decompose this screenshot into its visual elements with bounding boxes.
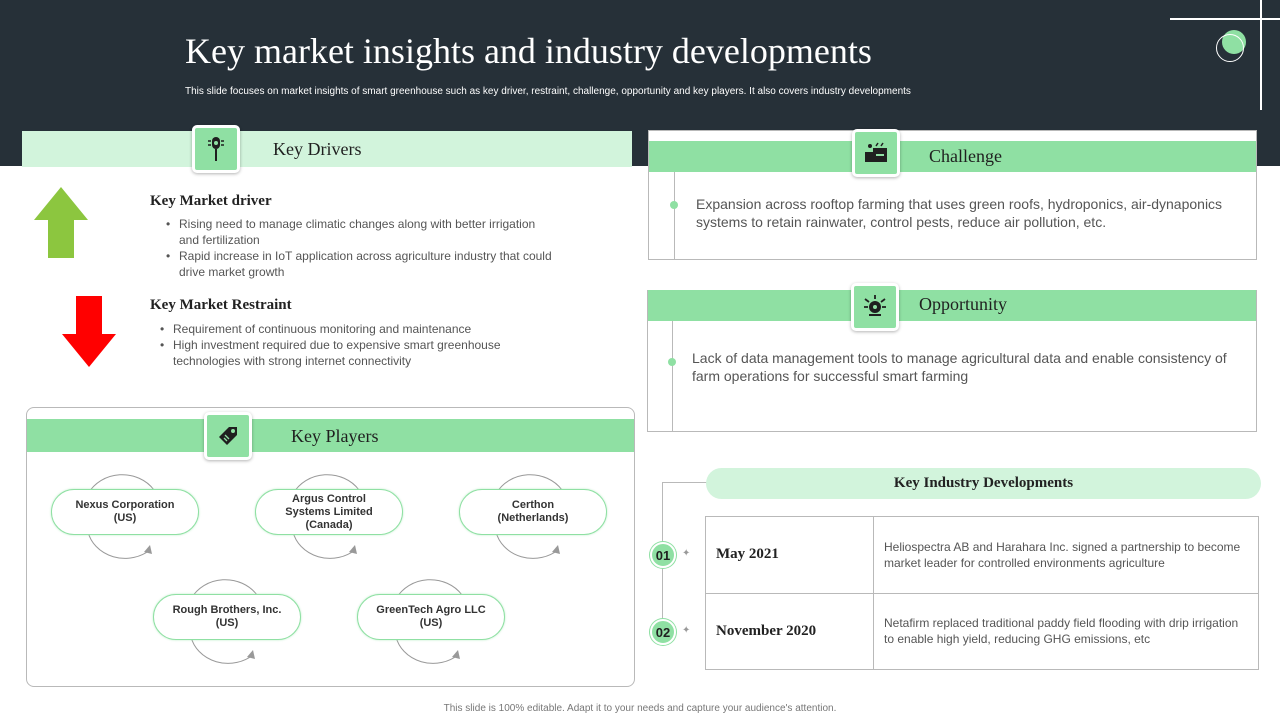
- key-drivers-band: [22, 131, 632, 167]
- player-card: Argus Control Systems Limited (Canada): [255, 489, 403, 535]
- drone-icon: [851, 283, 899, 331]
- down-arrow-icon: [62, 296, 116, 372]
- cycle-arrow-icon: [495, 474, 563, 559]
- player-name: Argus Control Systems Limited (Canada): [285, 492, 373, 531]
- challenge-title: Challenge: [929, 146, 1002, 166]
- driver-bullet: Rising need to manage climatic changes a…: [157, 216, 617, 232]
- driver-bullet: Rapid increase in IoT application across…: [157, 248, 617, 264]
- challenge-divider: [674, 172, 675, 260]
- restraint-bullet: High investment required due to expensiv…: [151, 337, 611, 353]
- decorative-line: [1260, 0, 1262, 110]
- rooftop-farm-icon: [852, 129, 900, 177]
- decorative-ring-icon: [1216, 34, 1244, 62]
- cycle-arrow-icon: [87, 474, 155, 559]
- developments-table: May 2021 Heliospectra AB and Harahara In…: [705, 516, 1259, 670]
- page-subtitle: This slide focuses on market insights of…: [185, 86, 911, 97]
- cycle-arrow-icon: [190, 579, 258, 664]
- sensor-icon: [192, 125, 240, 173]
- timeline-number-badge: 02: [650, 619, 676, 645]
- development-description: Netafirm replaced traditional paddy fiel…: [873, 592, 1259, 670]
- timeline-number-badge: 01: [650, 542, 676, 568]
- key-players-band: [27, 419, 634, 452]
- table-row: November 2020 Netafirm replaced traditio…: [705, 592, 1259, 670]
- player-name: Nexus Corporation (US): [75, 499, 175, 524]
- player-name: Rough Brothers, Inc. (US): [172, 604, 282, 629]
- player-card: Rough Brothers, Inc. (US): [153, 594, 301, 640]
- challenge-band: [649, 141, 1256, 172]
- key-players-title: Key Players: [291, 426, 379, 446]
- driver-bullet-list: Rising need to manage climatic changes a…: [157, 216, 617, 280]
- up-arrow-icon: [34, 187, 88, 263]
- key-market-restraint-heading: Key Market Restraint: [150, 297, 292, 313]
- player-name: GreenTech Agro LLC (US): [376, 604, 486, 629]
- opportunity-band: [648, 290, 1256, 321]
- footer-note: This slide is 100% editable. Adapt it to…: [443, 703, 837, 714]
- cycle-arrow-icon: [292, 474, 360, 559]
- driver-bullet-continuation: and fertilization: [179, 233, 260, 247]
- player-card: Certhon (Netherlands): [459, 489, 607, 535]
- player-card: Nexus Corporation (US): [51, 489, 199, 535]
- driver-bullet-continuation: drive market growth: [179, 265, 285, 279]
- key-market-driver-heading: Key Market driver: [150, 193, 272, 209]
- development-date: May 2021: [705, 516, 874, 594]
- challenge-text: Expansion across rooftop farming that us…: [696, 196, 1223, 230]
- restraint-bullet-continuation: technologies with strong internet connec…: [173, 354, 412, 368]
- key-drivers-title: Key Drivers: [273, 139, 362, 159]
- restraint-bullet: Requirement of continuous monitoring and…: [151, 321, 611, 337]
- player-card: GreenTech Agro LLC (US): [357, 594, 505, 640]
- opportunity-text: Lack of data management tools to manage …: [692, 350, 1227, 384]
- timeline-tick-icon: ✦: [682, 625, 691, 636]
- key-industry-developments-header: Key Industry Developments: [706, 468, 1261, 499]
- price-tag-icon: [204, 412, 252, 460]
- page-title: Key market insights and industry develop…: [185, 31, 872, 71]
- development-description: Heliospectra AB and Harahara Inc. signed…: [873, 516, 1259, 594]
- cycle-arrow-icon: [395, 579, 463, 664]
- opportunity-divider: [672, 321, 673, 431]
- key-players-panel: [26, 407, 635, 687]
- player-name: Certhon (Netherlands): [497, 499, 569, 524]
- decorative-line: [1170, 18, 1280, 20]
- table-row: May 2021 Heliospectra AB and Harahara In…: [705, 516, 1259, 594]
- opportunity-title: Opportunity: [919, 294, 1007, 314]
- timeline-tick-icon: ✦: [682, 548, 691, 559]
- development-date: November 2020: [705, 592, 874, 670]
- bullet-dot-icon: [670, 201, 678, 209]
- restraint-bullet-list: Requirement of continuous monitoring and…: [151, 321, 611, 369]
- timeline-connector: [662, 482, 708, 483]
- bullet-dot-icon: [668, 358, 676, 366]
